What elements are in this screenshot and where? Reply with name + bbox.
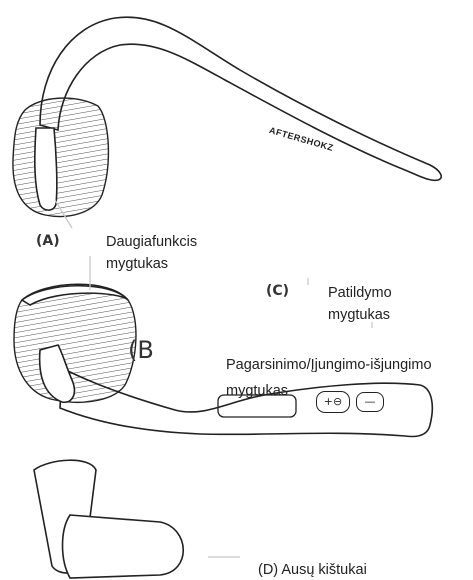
label-a-line1: Daugiafunkcis	[106, 233, 197, 252]
top-earpiece	[13, 98, 108, 216]
marker-b: (B	[128, 336, 154, 364]
top-headset	[13, 17, 441, 228]
label-d: (D) Ausų kištukai	[258, 561, 367, 580]
label-c-line1: Patildymo	[328, 284, 392, 303]
earplug-right	[63, 515, 184, 578]
label-b-line2: mygtukas	[226, 382, 288, 401]
volume-power-button: +⊖	[316, 391, 350, 413]
label-b-line1: Pagarsinimo/Įjungimo-išjungimo	[226, 356, 432, 375]
marker-a: (A)	[36, 233, 60, 249]
mute-button: —	[356, 392, 384, 412]
earplugs	[34, 460, 240, 578]
label-a-line2: mygtukas	[106, 255, 168, 274]
top-earpiece-hook	[35, 128, 57, 210]
label-c-line2: mygtukas	[328, 306, 390, 325]
marker-c: (C)	[266, 283, 289, 299]
